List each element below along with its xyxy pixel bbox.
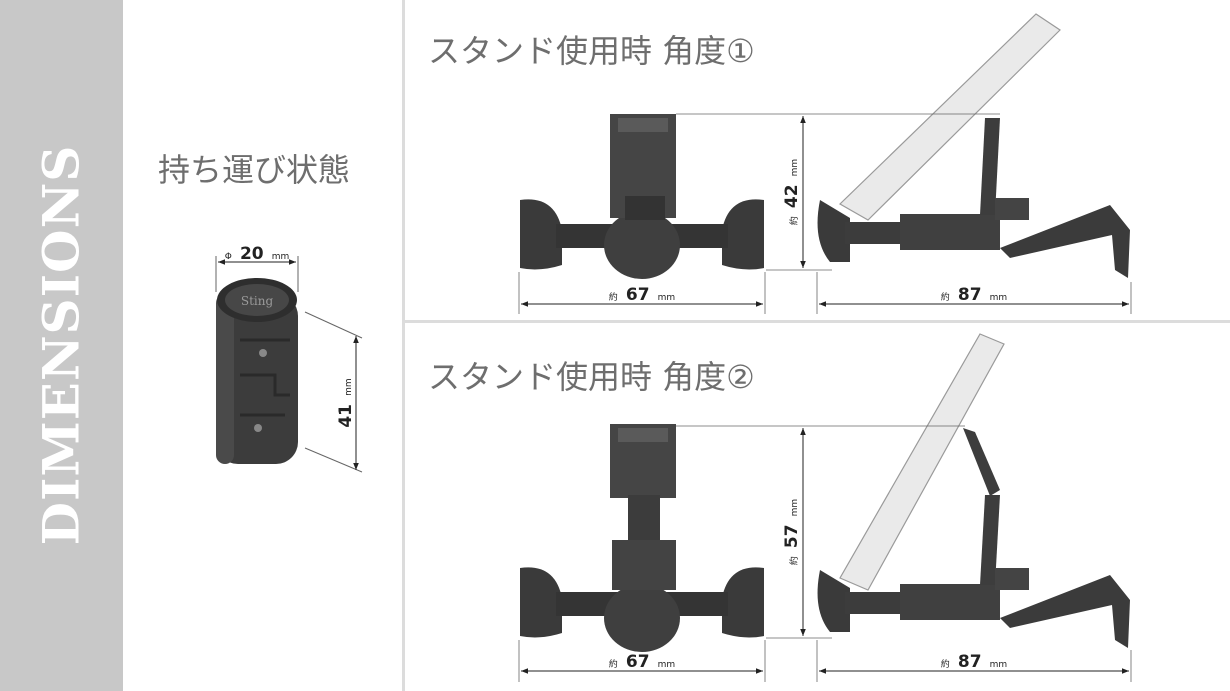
horizontal-divider xyxy=(405,320,1230,323)
carry-cylinder-drawing: Sting xyxy=(216,278,298,464)
angle1-side-width-unit: mm xyxy=(990,293,1008,303)
angle2-side-width-unit: mm xyxy=(990,660,1008,670)
angle2-height-dimension: 約 57 mm xyxy=(676,425,965,639)
svg-text:約 87 mm: 約 87 mm xyxy=(941,652,1007,672)
diameter-unit: mm xyxy=(272,252,290,262)
angle2-front-view xyxy=(520,424,764,652)
sting-logo: Sting xyxy=(241,294,274,308)
diameter-value: 20 xyxy=(240,244,264,264)
angle2-height-prefix: 約 xyxy=(788,556,800,565)
carry-height-dimension: 41 mm xyxy=(304,311,363,473)
svg-text:41 mm: 41 mm xyxy=(336,378,356,427)
angle1-phone-outline xyxy=(839,13,1061,221)
sidebar-band: DIMENSIONS xyxy=(0,0,123,691)
angle1-height-dimension: 約 42 mm xyxy=(676,113,1000,271)
svg-text:約 87 mm: 約 87 mm xyxy=(941,285,1007,305)
angle1-height-prefix: 約 xyxy=(788,216,800,225)
angle1-height-unit: mm xyxy=(790,159,800,177)
angle1-side-view xyxy=(817,118,1130,278)
angle2-side-width-prefix: 約 xyxy=(941,658,950,670)
angle1-front-width-unit: mm xyxy=(658,293,676,303)
angle1-side-width-value: 87 xyxy=(958,285,982,305)
diameter-prefix: Φ xyxy=(225,252,232,262)
angle1-side-width-prefix: 約 xyxy=(941,291,950,303)
angle2-front-width-unit: mm xyxy=(658,660,676,670)
angle2-phone-outline xyxy=(839,333,1005,591)
angle2-height-unit: mm xyxy=(790,499,800,517)
carry-diameter-dimension: Φ 20 mm xyxy=(215,244,299,292)
carry-state-heading: 持ち運び状態 xyxy=(158,151,351,189)
svg-text:約 42 mm: 約 42 mm xyxy=(782,159,802,225)
angle2-front-width-prefix: 約 xyxy=(609,658,618,670)
angle2-front-width-value: 67 xyxy=(626,652,650,672)
angle2-side-width-dimension: 約 87 mm xyxy=(816,640,1132,682)
angle1-front-width-prefix: 約 xyxy=(609,291,618,303)
angle1-side-width-dimension: 約 87 mm xyxy=(816,272,1132,314)
angle2-front-width-dimension: 約 67 mm xyxy=(518,640,766,682)
angle1-front-width-dimension: 約 67 mm xyxy=(518,272,766,314)
height-unit: mm xyxy=(344,378,354,396)
angle2-heading: スタンド使用時 角度② xyxy=(428,358,755,396)
angle1-heading: スタンド使用時 角度① xyxy=(428,32,755,70)
angle1-front-view xyxy=(520,114,764,279)
height-value: 41 xyxy=(336,404,356,428)
vertical-divider xyxy=(402,0,405,691)
angle1-height-value: 42 xyxy=(782,184,802,208)
svg-text:Φ 20 mm: Φ 20 mm xyxy=(225,244,290,264)
angle2-side-view xyxy=(817,428,1130,648)
angle2-side-width-value: 87 xyxy=(958,652,982,672)
angle1-front-width-value: 67 xyxy=(626,285,650,305)
svg-text:約 57 mm: 約 57 mm xyxy=(782,499,802,565)
angle2-height-value: 57 xyxy=(782,524,802,548)
svg-text:約 67 mm: 約 67 mm xyxy=(609,652,675,672)
svg-text:約 67 mm: 約 67 mm xyxy=(609,285,675,305)
